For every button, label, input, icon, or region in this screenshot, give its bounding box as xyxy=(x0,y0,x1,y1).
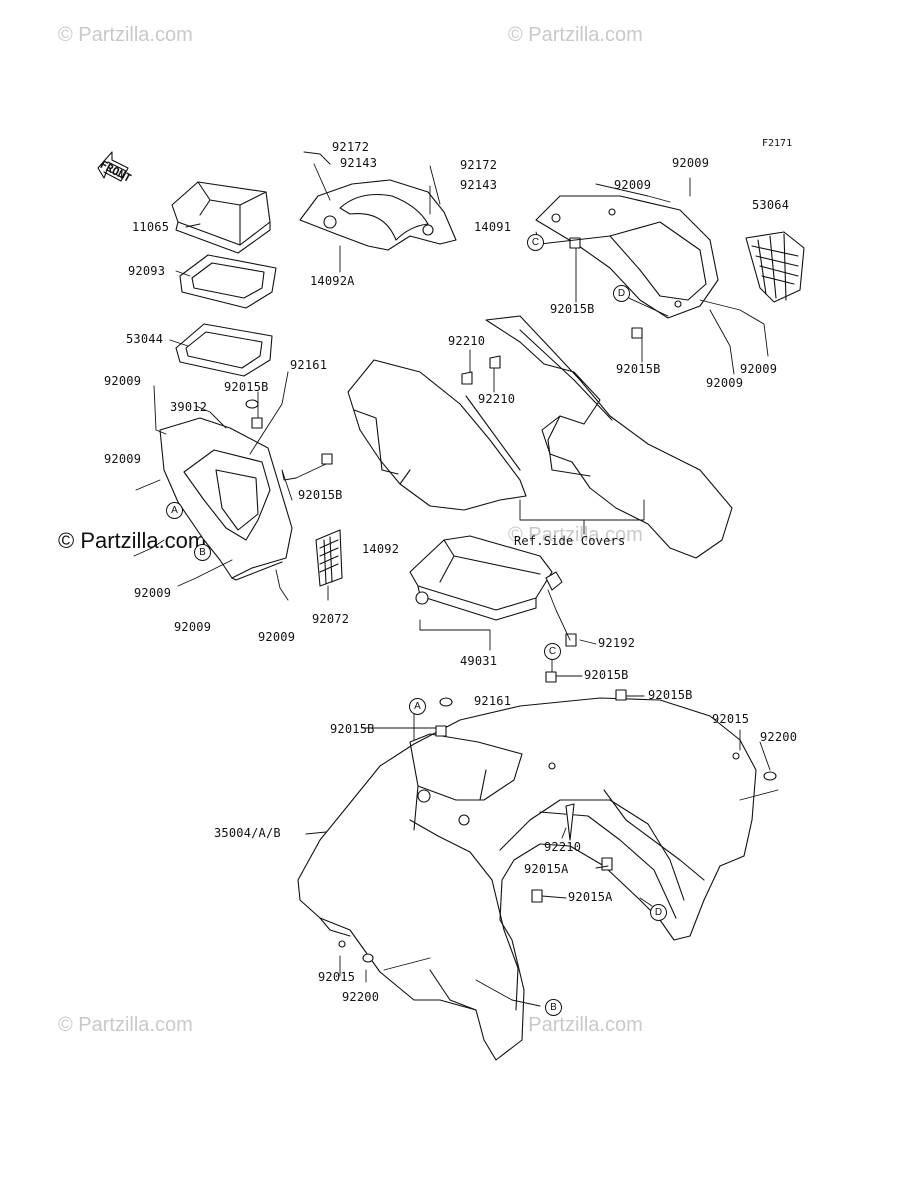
fastener-parts xyxy=(245,237,777,963)
part-label[interactable]: 92015B xyxy=(224,380,269,394)
callout-c: C xyxy=(544,643,561,660)
part-label[interactable]: 92210 xyxy=(478,392,516,406)
leader-lines xyxy=(133,151,779,1007)
part-label[interactable]: 92009 xyxy=(104,452,142,466)
part-label[interactable]: 92009 xyxy=(134,586,172,600)
part-label[interactable]: 14092A xyxy=(310,274,355,288)
callout-c: C xyxy=(527,234,544,251)
rear-fender-main-part xyxy=(297,697,757,1061)
part-label[interactable]: 92015 xyxy=(712,712,750,726)
part-label[interactable]: 92200 xyxy=(760,730,798,744)
part-label[interactable]: 92015B xyxy=(648,688,693,702)
part-label[interactable]: 92143 xyxy=(340,156,378,170)
part-label[interactable]: 14091 xyxy=(474,220,512,234)
watermark: © Partzilla.com xyxy=(58,528,207,553)
part-label[interactable]: 14092 xyxy=(362,542,400,556)
watermark: © Partzilla.com xyxy=(58,24,193,46)
watermark: © Partzilla.com xyxy=(508,24,643,46)
storage-box-part xyxy=(159,417,293,581)
part-label[interactable]: Ref.Side Covers xyxy=(514,534,626,548)
part-label[interactable]: 92192 xyxy=(598,636,636,650)
grille-part xyxy=(315,529,343,587)
part-label[interactable]: 92009 xyxy=(672,156,710,170)
side-cover-right-part xyxy=(535,195,719,319)
part-label[interactable]: 49031 xyxy=(460,654,498,668)
part-label[interactable]: 92015A xyxy=(524,862,569,876)
part-label[interactable]: 92015B xyxy=(616,362,661,376)
part-label[interactable]: 53064 xyxy=(752,198,790,212)
callout-a: A xyxy=(166,502,183,519)
part-label[interactable]: 92015B xyxy=(298,488,343,502)
watermark: © Partzilla.com xyxy=(508,524,643,546)
callout-b: B xyxy=(545,999,562,1016)
callout-a: A xyxy=(409,698,426,715)
part-label[interactable]: 11065 xyxy=(132,220,170,234)
side-cover-left-part xyxy=(299,179,457,251)
part-label[interactable]: 92009 xyxy=(614,178,652,192)
part-label[interactable]: 92015 xyxy=(318,970,356,984)
storage-lid-part xyxy=(171,181,271,254)
callout-b: B xyxy=(194,544,211,561)
part-label[interactable]: 39012 xyxy=(170,400,208,414)
part-label[interactable]: 92210 xyxy=(448,334,486,348)
callout-d: D xyxy=(650,904,667,921)
part-label[interactable]: 92009 xyxy=(174,620,212,634)
part-label[interactable]: 92143 xyxy=(460,178,498,192)
part-label[interactable]: 92015B xyxy=(330,722,375,736)
front-arrow-icon xyxy=(97,151,129,182)
part-label[interactable]: 92015A xyxy=(568,890,613,904)
part-label[interactable]: 92172 xyxy=(460,158,498,172)
part-label[interactable]: 92072 xyxy=(312,612,350,626)
watermark: © Partzilla.com xyxy=(58,1014,193,1036)
part-label[interactable]: 92210 xyxy=(544,840,582,854)
seal-part xyxy=(179,254,277,309)
part-label[interactable]: 92015B xyxy=(550,302,595,316)
part-label[interactable]: 92172 xyxy=(332,140,370,154)
callout-d: D xyxy=(613,285,630,302)
part-label[interactable]: 92009 xyxy=(740,362,778,376)
grille-part xyxy=(745,231,805,303)
figure-code: F2171 xyxy=(762,138,793,149)
part-label[interactable]: 92093 xyxy=(128,264,166,278)
part-label[interactable]: 92161 xyxy=(474,694,512,708)
part-label[interactable]: 92009 xyxy=(258,630,296,644)
part-label[interactable]: 35004/A/B xyxy=(214,826,281,840)
part-label[interactable]: 92009 xyxy=(104,374,142,388)
part-label[interactable]: 53044 xyxy=(126,332,164,346)
part-label[interactable]: 92009 xyxy=(706,376,744,390)
part-label[interactable]: 92161 xyxy=(290,358,328,372)
part-label[interactable]: 92015B xyxy=(584,668,629,682)
rear-fender-upper-part xyxy=(347,315,733,559)
part-label[interactable]: 92200 xyxy=(342,990,380,1004)
watermark: © Partzilla.com xyxy=(508,1014,643,1036)
seal-part xyxy=(175,323,273,377)
lid-part xyxy=(409,535,563,621)
